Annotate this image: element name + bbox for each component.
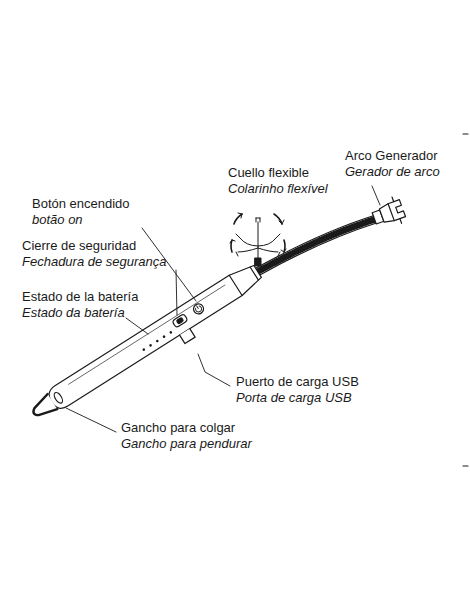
part-label-translation: Gancho para pendurar <box>121 436 252 451</box>
leader-line <box>372 186 380 205</box>
leader-line <box>126 318 148 334</box>
arc-generator <box>369 195 407 232</box>
usb-port <box>180 329 195 344</box>
leader-line <box>176 270 177 315</box>
part-label-translation: botão on <box>32 212 83 227</box>
leader-line <box>66 408 116 432</box>
part-label-translation: Porta de carga USB <box>236 390 352 405</box>
lighter-body <box>27 261 269 432</box>
edge-tick <box>463 465 468 466</box>
part-label-translation: Gerador de arco <box>345 164 440 179</box>
part-label: Gancho para colgar <box>121 420 235 435</box>
power-button <box>192 302 206 316</box>
part-label: Cuello flexible <box>228 165 309 180</box>
safety-lock <box>172 314 188 328</box>
part-label: Arco Generador <box>345 148 438 163</box>
edge-tick <box>463 133 468 134</box>
part-label: Cierre de seguridad <box>22 238 136 253</box>
part-label: Botón encendido <box>32 196 130 211</box>
flex-icon <box>230 213 286 266</box>
part-label: Estado de la batería <box>22 289 138 304</box>
part-label-translation: Colarinho flexível <box>228 181 328 196</box>
flexible-neck <box>257 219 376 272</box>
part-label: Puerto de carga USB <box>236 374 359 389</box>
battery-dots <box>142 331 173 352</box>
leader-line <box>198 354 230 386</box>
hanging-hook <box>29 394 57 421</box>
part-label-translation: Estado da batería <box>22 305 125 320</box>
part-label-translation: Fechadura de segurança <box>22 254 167 269</box>
